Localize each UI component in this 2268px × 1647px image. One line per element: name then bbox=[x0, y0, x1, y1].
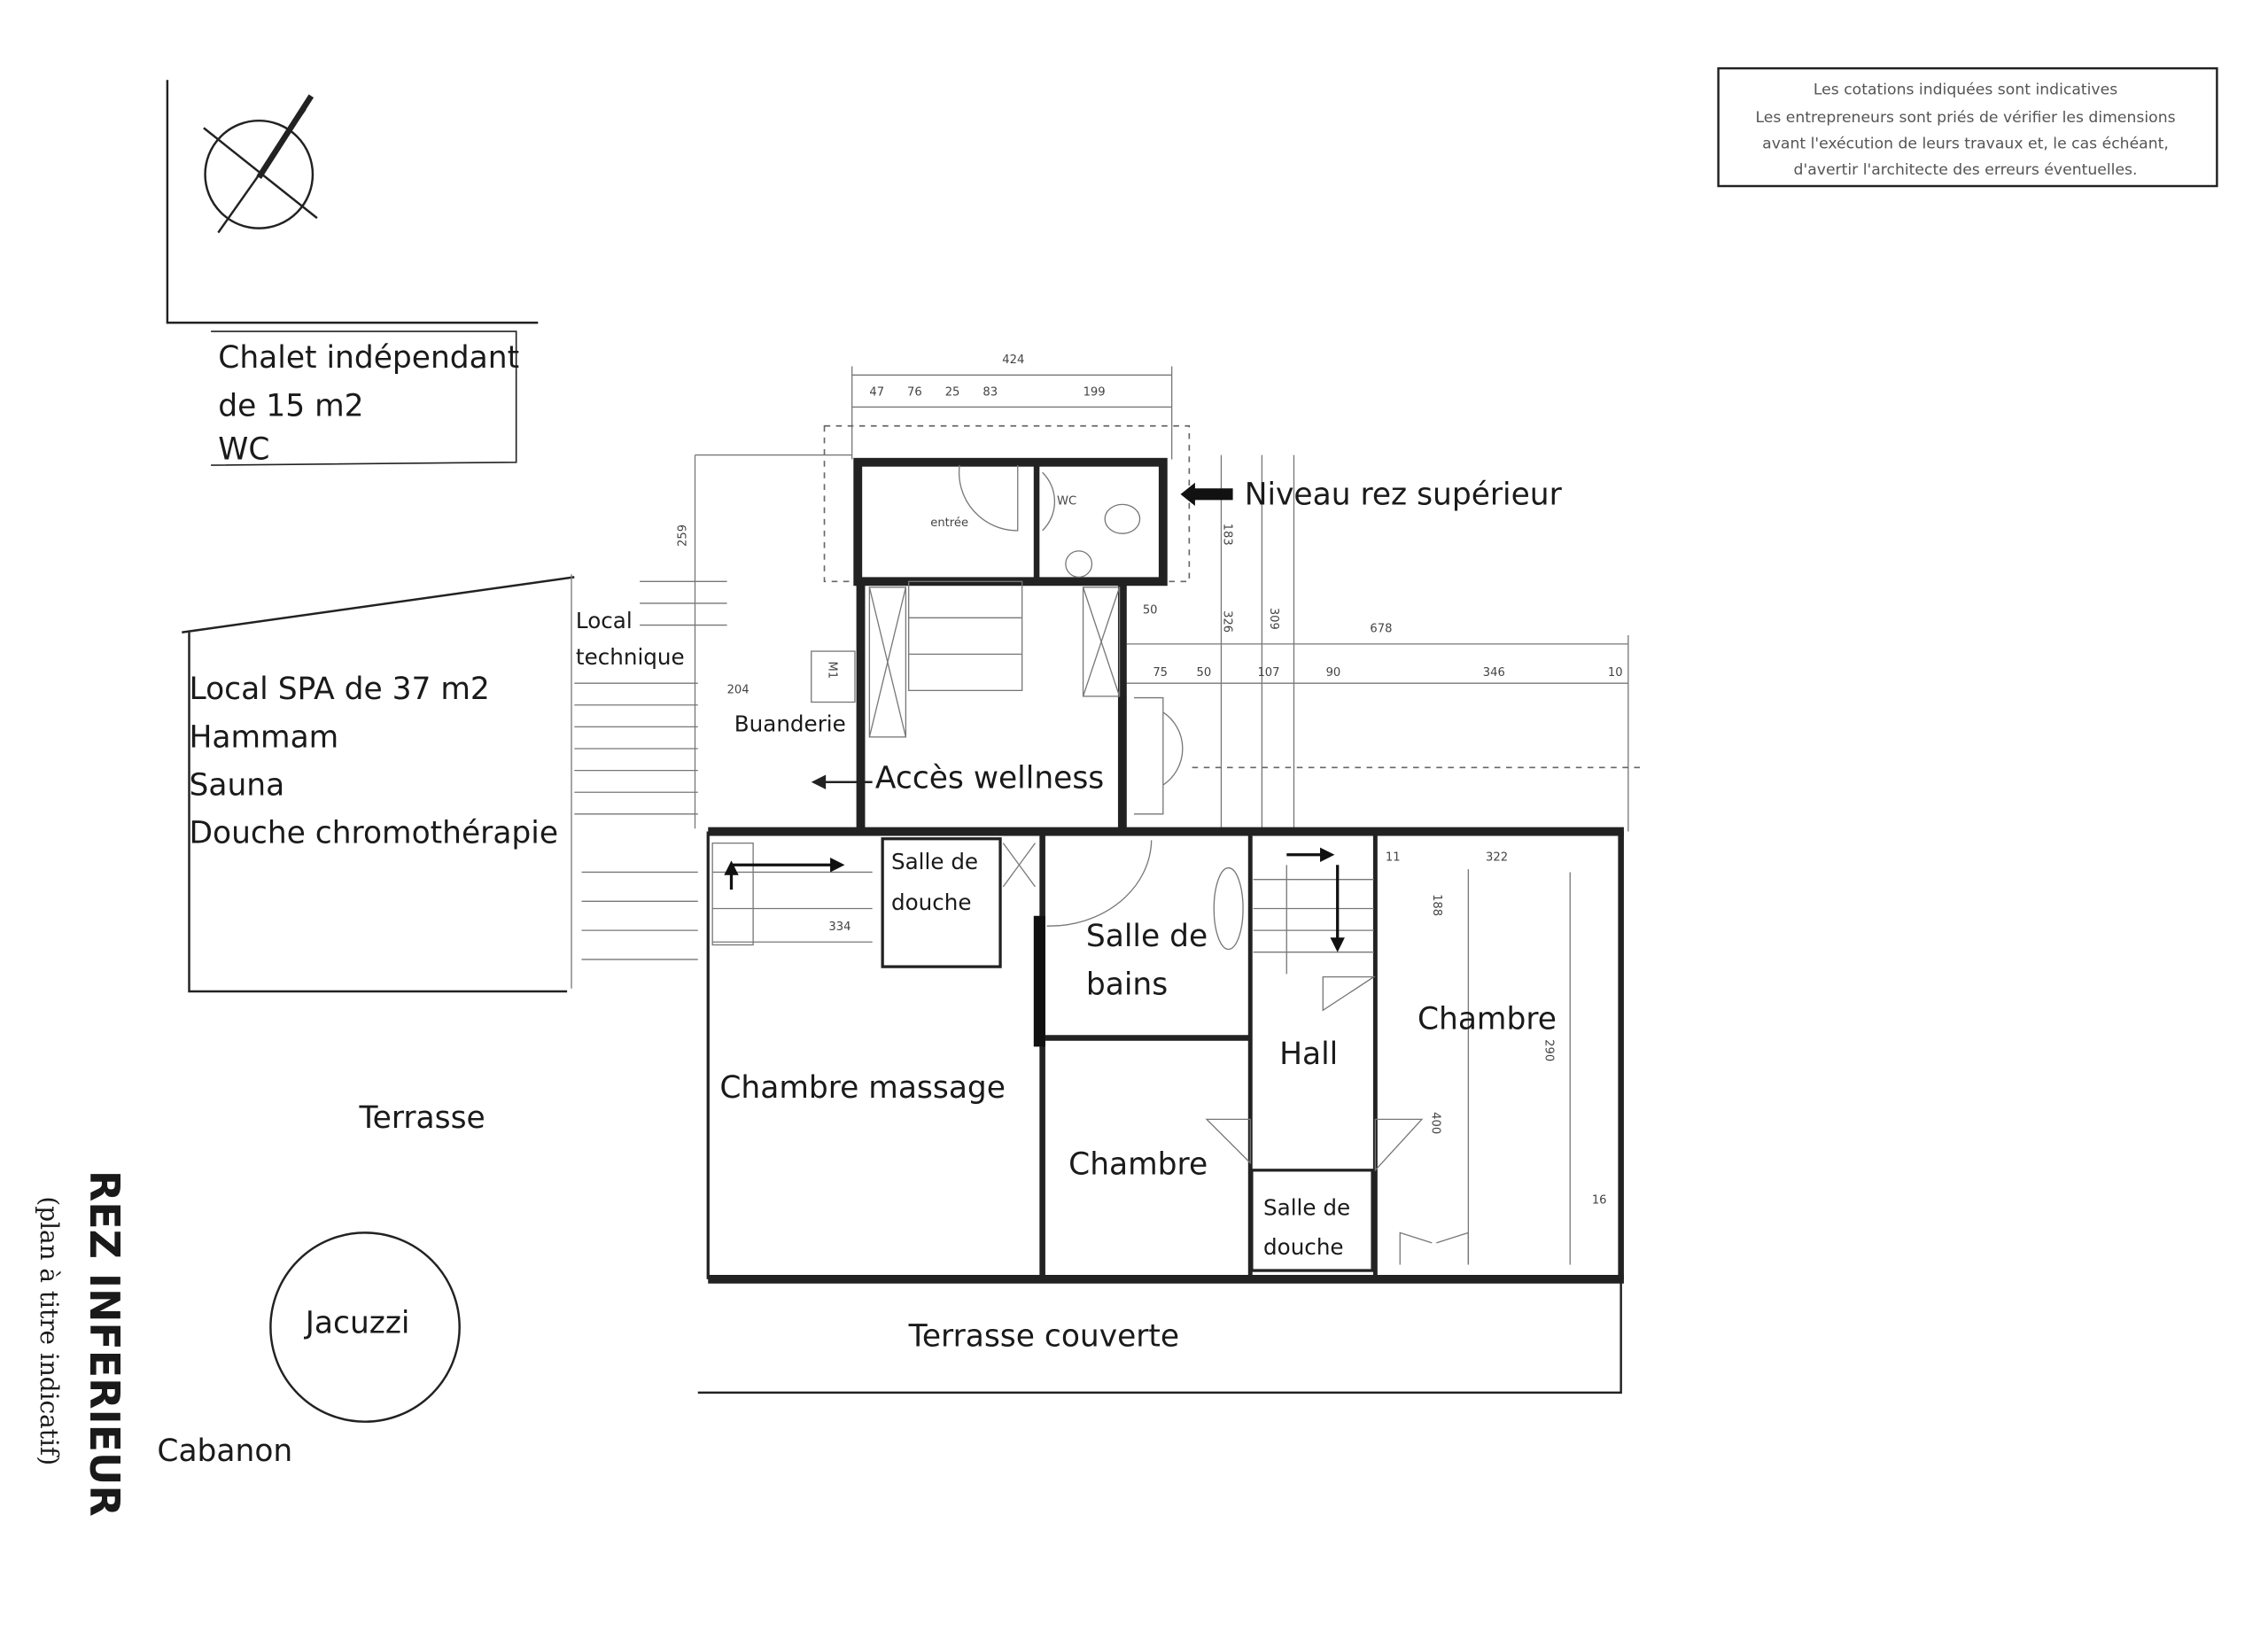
access-wellness-marker: Accès wellness bbox=[811, 760, 1104, 796]
dim-label: 309 bbox=[1267, 608, 1280, 630]
spa-label: Local SPA de 37 m2 bbox=[189, 672, 489, 707]
room-label-salle-douche: douche bbox=[1263, 1234, 1344, 1260]
dim-label: 199 bbox=[1084, 385, 1106, 399]
arrow-left-icon bbox=[1180, 482, 1233, 506]
main-floor: Salle de douche Salle de bains Hall Cham… bbox=[706, 827, 1624, 1284]
dim-label: 10 bbox=[1608, 666, 1623, 680]
dim-label: 25 bbox=[945, 385, 960, 399]
outdoor: Terrasse Terrasse couverte Jacuzzi Caban… bbox=[157, 1100, 1622, 1469]
dim-label: 290 bbox=[1542, 1039, 1555, 1061]
spa-label: Hammam bbox=[189, 719, 338, 755]
upper-level-label: Niveau rez supérieur bbox=[1245, 477, 1563, 512]
spa-label: Sauna bbox=[189, 768, 284, 804]
room-label-buanderie: Buanderie bbox=[734, 711, 846, 736]
chalet-label: Chalet indépendant bbox=[218, 340, 519, 376]
dim-label: 107 bbox=[1257, 666, 1279, 680]
terrasse-label: Terrasse bbox=[358, 1100, 485, 1136]
cabanon-label: Cabanon bbox=[157, 1433, 292, 1469]
dim-label: 90 bbox=[1326, 666, 1341, 680]
dim-label: 204 bbox=[727, 684, 750, 697]
room-label-chambre-massage: Chambre massage bbox=[719, 1070, 1006, 1106]
room-label-salle-douche: Salle de bbox=[1263, 1195, 1350, 1221]
north-arrow-icon bbox=[203, 94, 318, 234]
dim-label: 400 bbox=[1428, 1112, 1441, 1134]
disclaimer-note: Les cotations indiquées sont indicatives… bbox=[1717, 66, 2218, 188]
dim-label: 47 bbox=[869, 385, 884, 399]
room-label-chambre: Chambre bbox=[1068, 1147, 1208, 1183]
note-line: Les cotations indiquées sont indicatives bbox=[1814, 82, 2117, 99]
chalet-area: Chalet indépendant de 15 m2 WC bbox=[166, 80, 539, 467]
spa-area: Local SPA de 37 m2 Hammam Sauna Douche c… bbox=[182, 574, 727, 993]
room-label-salle-bains: Salle de bbox=[1086, 919, 1208, 954]
spa-label: Douche chromothérapie bbox=[189, 816, 558, 851]
room-label-salle-bains: bains bbox=[1086, 967, 1168, 1002]
terrasse-couverte-label: Terrasse couverte bbox=[908, 1318, 1179, 1354]
note-line: Les entrepreneurs sont priés de vérifier… bbox=[1755, 109, 2175, 127]
dim-label: 76 bbox=[907, 385, 922, 399]
room-label-entree: entrée bbox=[930, 517, 968, 530]
jacuzzi-shape bbox=[269, 1231, 461, 1423]
dim-label: 424 bbox=[1002, 353, 1024, 367]
local-technique-label: technique bbox=[576, 644, 685, 670]
dim-label: 50 bbox=[1143, 603, 1158, 617]
upper-block: entrée WC M1 Buanderie bbox=[734, 457, 1184, 832]
dimensions: 424 47 76 25 83 199 259 183 326 309 50 6… bbox=[677, 353, 1643, 1265]
dim-label: 75 bbox=[1153, 666, 1168, 680]
access-wellness-label: Accès wellness bbox=[875, 760, 1104, 796]
room-label-m1: M1 bbox=[825, 662, 838, 680]
chalet-label: WC bbox=[218, 431, 269, 467]
jacuzzi-label: Jacuzzi bbox=[304, 1306, 410, 1341]
dim-label: 346 bbox=[1483, 666, 1505, 680]
dim-label: 334 bbox=[828, 921, 850, 934]
room-label-wc: WC bbox=[1057, 494, 1076, 508]
plan-title: REZ INFERIEUR bbox=[81, 1170, 128, 1517]
note-line: d'avertir l'architecte des erreurs évent… bbox=[1794, 161, 2138, 179]
dim-label: 322 bbox=[1486, 851, 1508, 864]
local-technique-label: Local bbox=[576, 608, 633, 633]
room-label-hall: Hall bbox=[1279, 1037, 1338, 1072]
dim-label: 259 bbox=[677, 524, 690, 547]
dim-label: 678 bbox=[1370, 623, 1392, 636]
upper-level-marker: Niveau rez supérieur bbox=[1180, 477, 1563, 512]
dim-label: 326 bbox=[1221, 610, 1234, 633]
chalet-label: de 15 m2 bbox=[218, 388, 363, 423]
room-label-salle-douche: Salle de bbox=[891, 849, 978, 874]
dim-label: 183 bbox=[1221, 524, 1234, 546]
stair-arrows bbox=[724, 847, 1345, 952]
note-line: avant l'exécution de leurs travaux et, l… bbox=[1762, 135, 2169, 152]
room-label-salle-douche: douche bbox=[891, 890, 972, 915]
dim-label: 83 bbox=[983, 385, 998, 399]
plan-subtitle: (plan à titre indicatif) bbox=[35, 1196, 64, 1465]
dim-label: 16 bbox=[1592, 1194, 1607, 1208]
room-label-chambre: Chambre bbox=[1418, 1002, 1557, 1037]
dim-label: 50 bbox=[1197, 666, 1212, 680]
arrow-left-icon bbox=[811, 774, 827, 789]
dim-label: 11 bbox=[1386, 851, 1401, 864]
dim-label: 188 bbox=[1430, 894, 1443, 916]
